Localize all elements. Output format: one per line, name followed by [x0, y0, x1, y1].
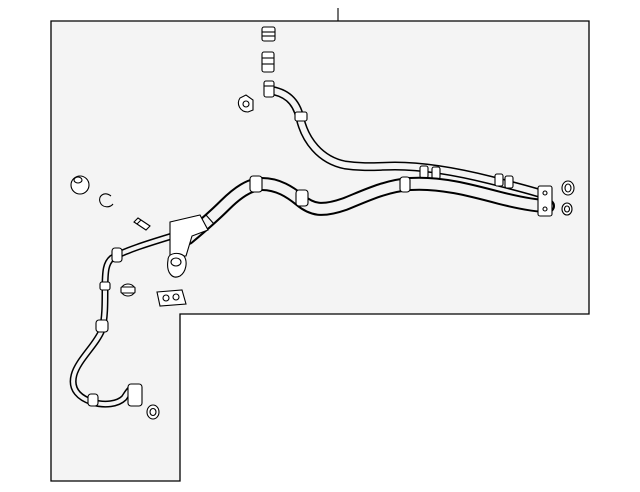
hose-clamp: [120, 283, 136, 297]
suction-line: [181, 175, 555, 245]
charge-valve-cap-left: [70, 175, 90, 195]
fitting-flange-right: [537, 185, 553, 217]
panel-outline: [50, 20, 590, 482]
liquid-line: [69, 228, 189, 408]
charge-valve-core-upper: [261, 51, 275, 73]
upper-pressure-line: [264, 85, 550, 200]
mount-clip-upper: [237, 94, 254, 113]
o-ring-lower: [561, 202, 573, 216]
charge-valve-cap-upper: [261, 26, 276, 42]
valve-core-left: [133, 217, 151, 231]
snap-ring: [99, 193, 114, 208]
service-port-upper: [263, 80, 275, 98]
o-ring-bottom: [146, 404, 160, 420]
block-fitting: [156, 289, 187, 307]
tee-junction: [167, 214, 209, 278]
o-ring-upper: [561, 180, 575, 196]
